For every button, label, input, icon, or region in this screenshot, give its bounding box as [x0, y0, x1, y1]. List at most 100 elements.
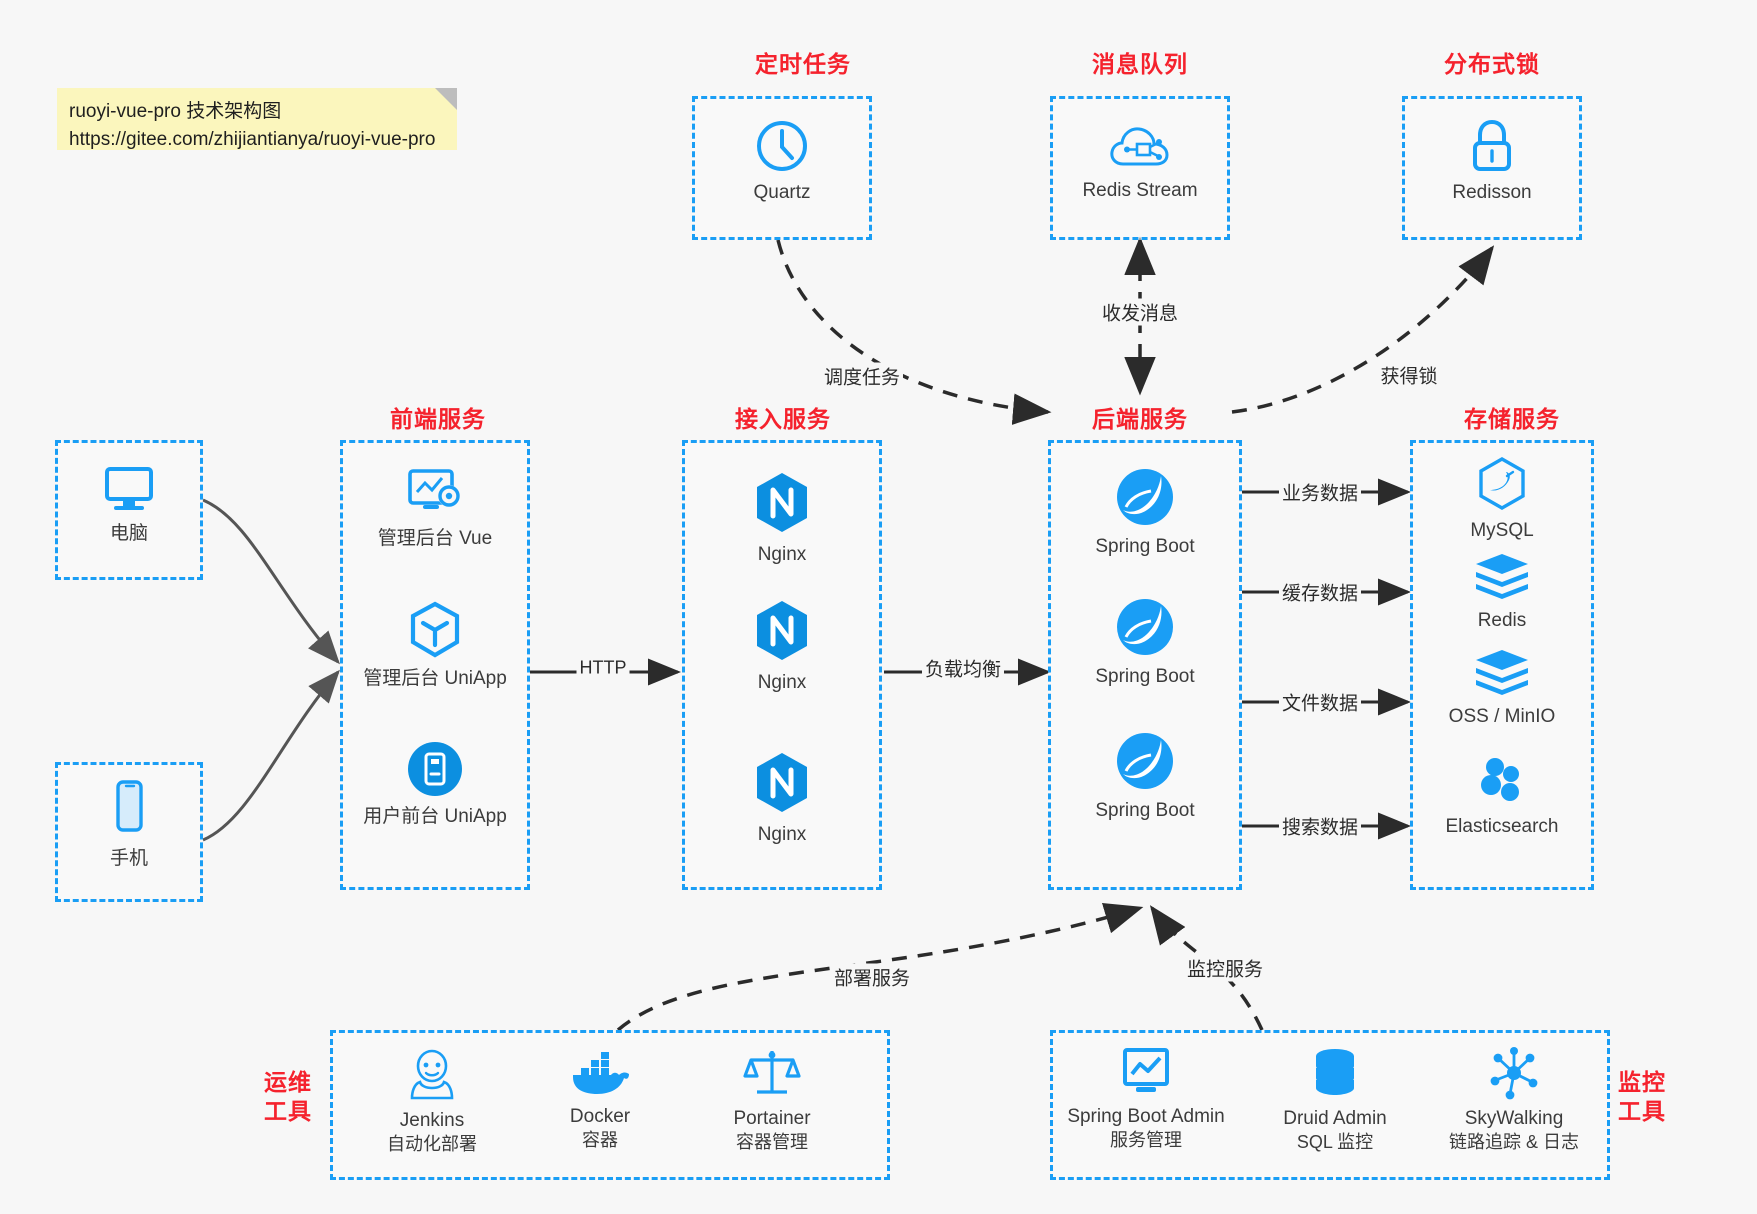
monitor-title-line1: 监控 — [1618, 1069, 1666, 1095]
skywalking-icon — [1490, 1047, 1538, 1100]
monitor-chart-icon — [1123, 1048, 1169, 1092]
node-nginx-1[interactable]: Nginx — [682, 470, 882, 567]
group-title-message-queue: 消息队列 — [1092, 51, 1188, 77]
node-computer[interactable]: 电脑 — [55, 463, 203, 546]
spring-boot-icon — [1117, 469, 1173, 525]
spring-boot-icon — [1117, 733, 1173, 789]
node-sublabel: 容器管理 — [736, 1132, 808, 1153]
node-label: Redis Stream — [1082, 180, 1198, 201]
redis-icon — [1476, 554, 1528, 599]
node-label: Nginx — [757, 672, 807, 693]
node-oss-minio[interactable]: OSS / MinIO — [1410, 648, 1594, 729]
node-nginx-3[interactable]: Nginx — [682, 750, 882, 847]
elasticsearch-icon — [1481, 758, 1519, 801]
node-label: Docker — [569, 1106, 631, 1127]
node-spring-boot-3[interactable]: Spring Boot — [1048, 730, 1242, 823]
node-spring-boot-admin[interactable]: Spring Boot Admin 服务管理 — [1056, 1046, 1236, 1152]
node-phone[interactable]: 手机 — [55, 778, 203, 871]
node-mysql[interactable]: MySQL — [1410, 456, 1594, 543]
node-redisson[interactable]: Redisson — [1402, 118, 1582, 205]
node-label: Spring Boot Admin — [1067, 1106, 1225, 1127]
docker-icon — [573, 1052, 629, 1094]
node-label: Spring Boot — [1095, 536, 1195, 557]
node-label: OSS / MinIO — [1448, 706, 1556, 727]
node-user-uniapp[interactable]: 用户前台 UniApp — [340, 740, 530, 829]
group-title-devops-tools: 运维 工具 — [258, 1068, 318, 1126]
note-line-url: https://gitee.com/zhijiantianya/ruoyi-vu… — [69, 128, 436, 150]
group-title-frontend-services: 前端服务 — [390, 406, 486, 432]
lock-icon — [1473, 119, 1511, 171]
node-admin-vue[interactable]: 管理后台 Vue — [340, 466, 530, 551]
group-title-storage-services: 存储服务 — [1464, 406, 1560, 432]
mysql-icon — [1479, 457, 1525, 510]
edge-label-search-data: 搜索数据 — [1278, 812, 1362, 840]
node-admin-uniapp[interactable]: 管理后台 UniApp — [340, 600, 530, 691]
object-storage-icon — [1476, 650, 1528, 695]
node-redis[interactable]: Redis — [1410, 552, 1594, 633]
edge-label-cache-data: 缓存数据 — [1278, 578, 1362, 606]
nginx-icon — [757, 753, 807, 812]
node-label: Jenkins — [399, 1110, 465, 1131]
node-spring-boot-1[interactable]: Spring Boot — [1048, 466, 1242, 559]
node-docker[interactable]: Docker 容器 — [520, 1050, 680, 1152]
database-icon — [1316, 1049, 1354, 1095]
node-label: Portainer — [733, 1108, 811, 1129]
nginx-icon — [757, 473, 807, 532]
edge-label-business-data: 业务数据 — [1278, 478, 1362, 506]
node-label: 用户前台 UniApp — [363, 806, 507, 827]
group-title-distributed-lock: 分布式锁 — [1444, 51, 1540, 77]
edge-label-acquire-lock: 获得锁 — [1377, 361, 1441, 389]
group-title-monitor-tools: 监控 工具 — [1612, 1068, 1672, 1126]
group-title-access-services: 接入服务 — [735, 406, 831, 432]
node-sublabel: 链路追踪 & 日志 — [1448, 1132, 1579, 1153]
node-druid-admin[interactable]: Druid Admin SQL 监控 — [1250, 1046, 1420, 1154]
node-label: SkyWalking — [1464, 1108, 1564, 1129]
portainer-scale-icon — [743, 1051, 801, 1094]
node-jenkins[interactable]: Jenkins 自动化部署 — [352, 1046, 512, 1156]
mobile-icon — [116, 780, 143, 832]
cloud-stream-icon — [1110, 127, 1169, 166]
node-sublabel: 服务管理 — [1110, 1130, 1182, 1151]
node-label: Nginx — [757, 544, 807, 565]
node-label: Spring Boot — [1095, 800, 1195, 821]
spring-boot-icon — [1117, 599, 1173, 655]
nginx-icon — [757, 601, 807, 660]
group-title-scheduled-tasks: 定时任务 — [755, 51, 851, 77]
node-elasticsearch[interactable]: Elasticsearch — [1410, 752, 1594, 839]
devops-title-line1: 运维 — [264, 1069, 312, 1095]
note-fold-corner — [435, 88, 457, 110]
edge-label-http: HTTP — [576, 657, 630, 679]
node-label: Spring Boot — [1095, 666, 1195, 687]
node-label: MySQL — [1470, 520, 1534, 541]
app-circle-icon — [408, 742, 462, 796]
box-frontend-services — [340, 440, 530, 890]
node-sublabel: 自动化部署 — [387, 1134, 477, 1155]
node-sublabel: 容器 — [582, 1130, 618, 1151]
node-nginx-2[interactable]: Nginx — [682, 598, 882, 695]
node-label: 电脑 — [109, 523, 148, 544]
node-skywalking[interactable]: SkyWalking 链路追踪 & 日志 — [1424, 1046, 1604, 1154]
node-portainer[interactable]: Portainer 容器管理 — [692, 1046, 852, 1154]
edge-label-monitor-service: 监控服务 — [1183, 954, 1267, 982]
group-title-backend-services: 后端服务 — [1092, 406, 1188, 432]
note-line-title: ruoyi-vue-pro 技术架构图 — [69, 101, 282, 122]
node-redis-stream[interactable]: Redis Stream — [1050, 122, 1230, 203]
dashboard-gear-icon — [408, 469, 460, 509]
node-label: Quartz — [753, 182, 811, 203]
node-sublabel: SQL 监控 — [1296, 1132, 1374, 1153]
monitor-title-line2: 工具 — [1618, 1097, 1666, 1124]
box-message-queue — [1050, 96, 1230, 240]
node-quartz[interactable]: Quartz — [692, 118, 872, 205]
node-label: 管理后台 UniApp — [363, 668, 507, 689]
node-spring-boot-2[interactable]: Spring Boot — [1048, 596, 1242, 689]
edge-label-send-receive-message: 收发消息 — [1098, 298, 1182, 326]
desktop-icon — [105, 467, 153, 510]
clock-icon — [757, 121, 807, 171]
node-label: 手机 — [109, 848, 148, 869]
node-label: Nginx — [757, 824, 807, 845]
node-label: Redis — [1477, 610, 1527, 631]
edge-label-deploy-service: 部署服务 — [830, 963, 914, 991]
edge-label-schedule-task: 调度任务 — [820, 362, 904, 390]
node-label: Redisson — [1452, 182, 1532, 203]
